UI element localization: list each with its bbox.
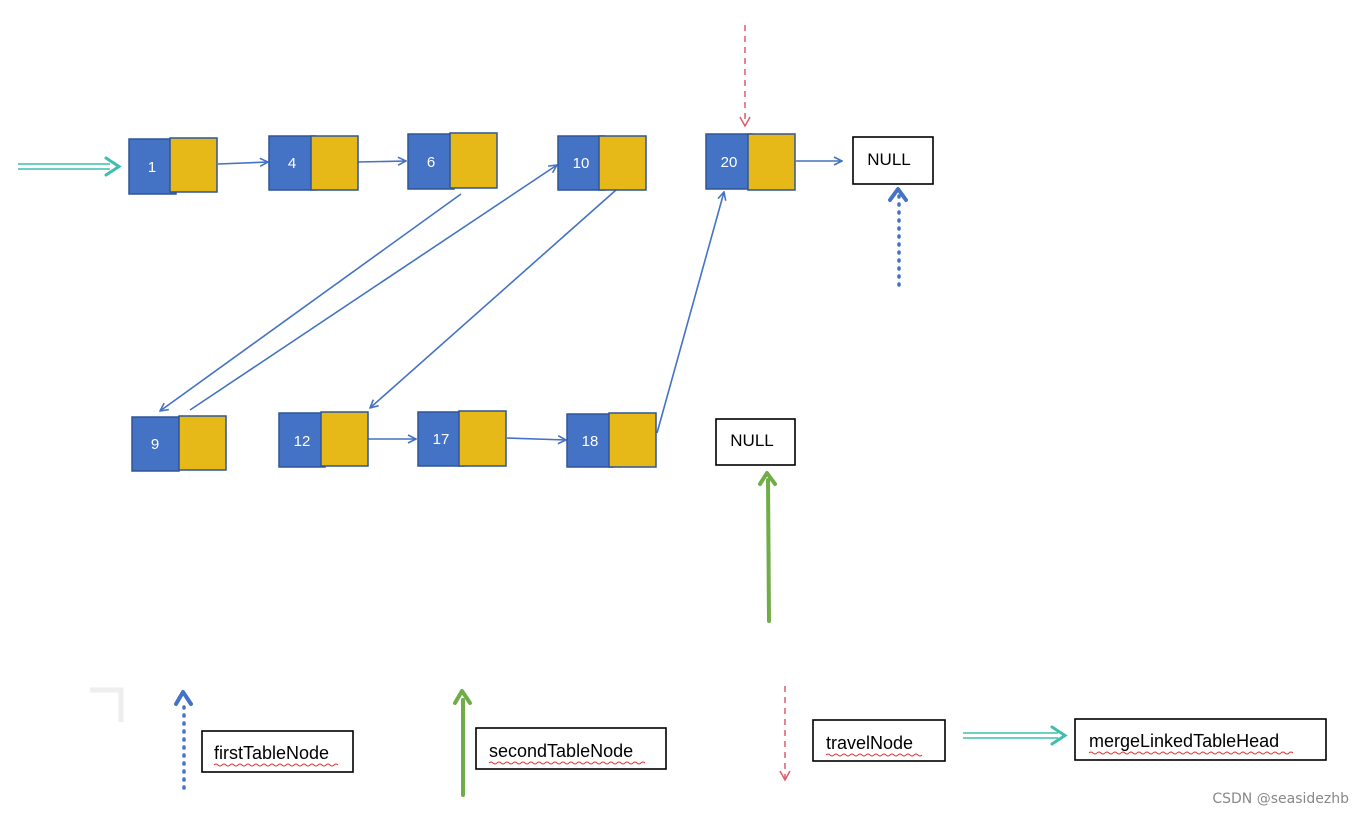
list-node-9: 9 <box>131 415 227 472</box>
null-label: NULL <box>867 150 910 169</box>
green-arrowhead-icon <box>453 689 472 705</box>
link-18-to-20 <box>656 192 724 434</box>
node-value: 17 <box>433 431 450 448</box>
node-pointer-cell <box>320 411 369 467</box>
list-node-6: 6 <box>407 132 498 190</box>
legend-merge-label: mergeLinkedTableHead <box>1089 731 1279 751</box>
legend-first-label: firstTableNode <box>214 743 329 763</box>
spellcheck-underline <box>488 761 646 765</box>
link-17-to-18 <box>506 438 566 440</box>
list-node-17: 17 <box>417 410 507 467</box>
node-value: 4 <box>288 155 296 172</box>
legend-travel-node: travelNode <box>812 719 946 762</box>
node-value-cell <box>131 416 180 472</box>
decorative-bracket <box>90 687 124 722</box>
link-4-to-6 <box>357 161 406 162</box>
spellcheck-underline <box>213 763 339 767</box>
list-node-12: 12 <box>278 411 369 468</box>
link-10-to-12 <box>370 189 617 408</box>
spellcheck-underline <box>1088 751 1294 755</box>
link-1-to-4 <box>217 162 268 164</box>
node-pointer-cell <box>178 415 227 471</box>
node-value: 12 <box>294 433 311 450</box>
legend-second-label: secondTableNode <box>489 741 633 761</box>
node-pointer-cell <box>169 137 218 193</box>
green-arrowhead-icon <box>758 471 777 486</box>
legend-second-table-node: secondTableNode <box>475 727 667 770</box>
null-box <box>852 136 934 185</box>
legend-first-table-node: firstTableNode <box>201 730 354 773</box>
node-value: 10 <box>573 155 590 172</box>
list-node-20: 20 <box>705 133 796 191</box>
node-value-cell <box>407 133 455 190</box>
list-node-4: 4 <box>268 135 359 191</box>
node-value: 18 <box>582 433 599 450</box>
node-pointer-cell <box>310 135 359 191</box>
node-value-cell <box>278 412 326 468</box>
legend-travel-label: travelNode <box>826 733 913 753</box>
blue-arrowhead-icon <box>174 690 193 706</box>
node-links <box>160 161 842 440</box>
null-label: NULL <box>730 431 773 450</box>
node-value: 6 <box>427 154 435 171</box>
list-node-18: 18 <box>566 412 657 468</box>
teal-arrowhead-icon <box>1050 725 1068 746</box>
list-node-10: 10 <box>557 135 647 191</box>
watermark: CSDN @seasidezhb <box>1212 791 1349 807</box>
node-pointer-cell <box>458 410 507 467</box>
list-node-1: 1 <box>128 137 218 195</box>
node-pointer-cell <box>449 132 498 189</box>
legend-merge-arrow <box>963 725 1068 746</box>
node-pointer-cell <box>598 135 647 191</box>
node-value-cell <box>417 411 465 467</box>
legend-merge-linked-table-head: mergeLinkedTableHead <box>1074 718 1327 761</box>
second-pointer-arrow <box>766 478 771 623</box>
spellcheck-underline <box>825 753 923 757</box>
null-bottom: NULL <box>715 418 796 466</box>
node-value-cell <box>566 413 614 468</box>
null-box <box>715 418 796 466</box>
node-value-cell <box>557 135 605 191</box>
blue-arrowhead-icon <box>888 187 908 202</box>
null-top: NULL <box>852 136 934 185</box>
node-value: 1 <box>148 159 156 176</box>
node-value: 20 <box>721 154 738 171</box>
link-9-to-10 <box>189 165 557 411</box>
node-pointer-cell <box>747 133 796 191</box>
merge-head-pointer <box>18 156 122 177</box>
node-pointer-cell <box>608 412 657 468</box>
link-6-to-9 <box>160 193 462 411</box>
teal-arrowhead-icon <box>104 156 122 177</box>
node-value: 9 <box>151 436 159 453</box>
